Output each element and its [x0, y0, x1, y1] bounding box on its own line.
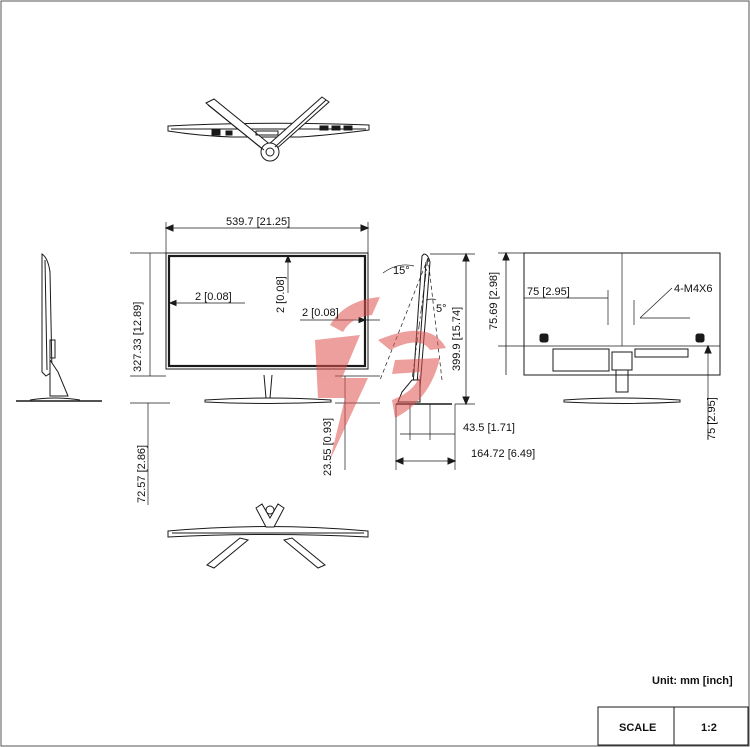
- bezel-top-dimension: 2 [0.08]: [275, 276, 287, 313]
- watermark-logo: [315, 297, 446, 460]
- vesa-vertical-dimension: 75 [2.95]: [706, 397, 718, 440]
- total-height-dimension: 399.9 [15.74]: [451, 307, 463, 371]
- tilt-back-angle: 15°: [393, 265, 410, 277]
- rear-view: [498, 251, 721, 440]
- vesa-height-dimension: 75.69 [2.98]: [488, 272, 500, 330]
- base-offset-dimension: 23.55 [0.93]: [322, 418, 334, 476]
- title-block: SCALE 1:2: [597, 706, 749, 746]
- vesa-width-dimension: 75 [2.95]: [527, 286, 570, 298]
- screw-spec-label: 4-M4X6: [674, 283, 713, 295]
- dimension-labels: 539.7 [21.25] 327.33 [12.89] 2 [0.08] 2 …: [132, 216, 718, 503]
- scale-value: 1:2: [701, 722, 717, 734]
- top-view: [167, 96, 370, 162]
- units-note: Unit: mm [inch]: [652, 675, 733, 687]
- left-side-view: [16, 253, 102, 402]
- neck-depth-dimension: 43.5 [1.71]: [463, 422, 515, 434]
- height-dimension: 327.33 [12.89]: [132, 302, 144, 372]
- bezel-right-dimension: 2 [0.08]: [302, 307, 339, 319]
- bottom-view: [167, 503, 369, 569]
- tilt-forward-angle: 5°: [436, 303, 447, 315]
- base-depth-dimension: 164.72 [6.49]: [471, 448, 535, 460]
- width-dimension: 539.7 [21.25]: [226, 216, 290, 228]
- bezel-left-dimension: 2 [0.08]: [195, 291, 232, 303]
- base-height-dimension: 72.57 [2.86]: [136, 445, 148, 503]
- scale-label: SCALE: [619, 722, 656, 734]
